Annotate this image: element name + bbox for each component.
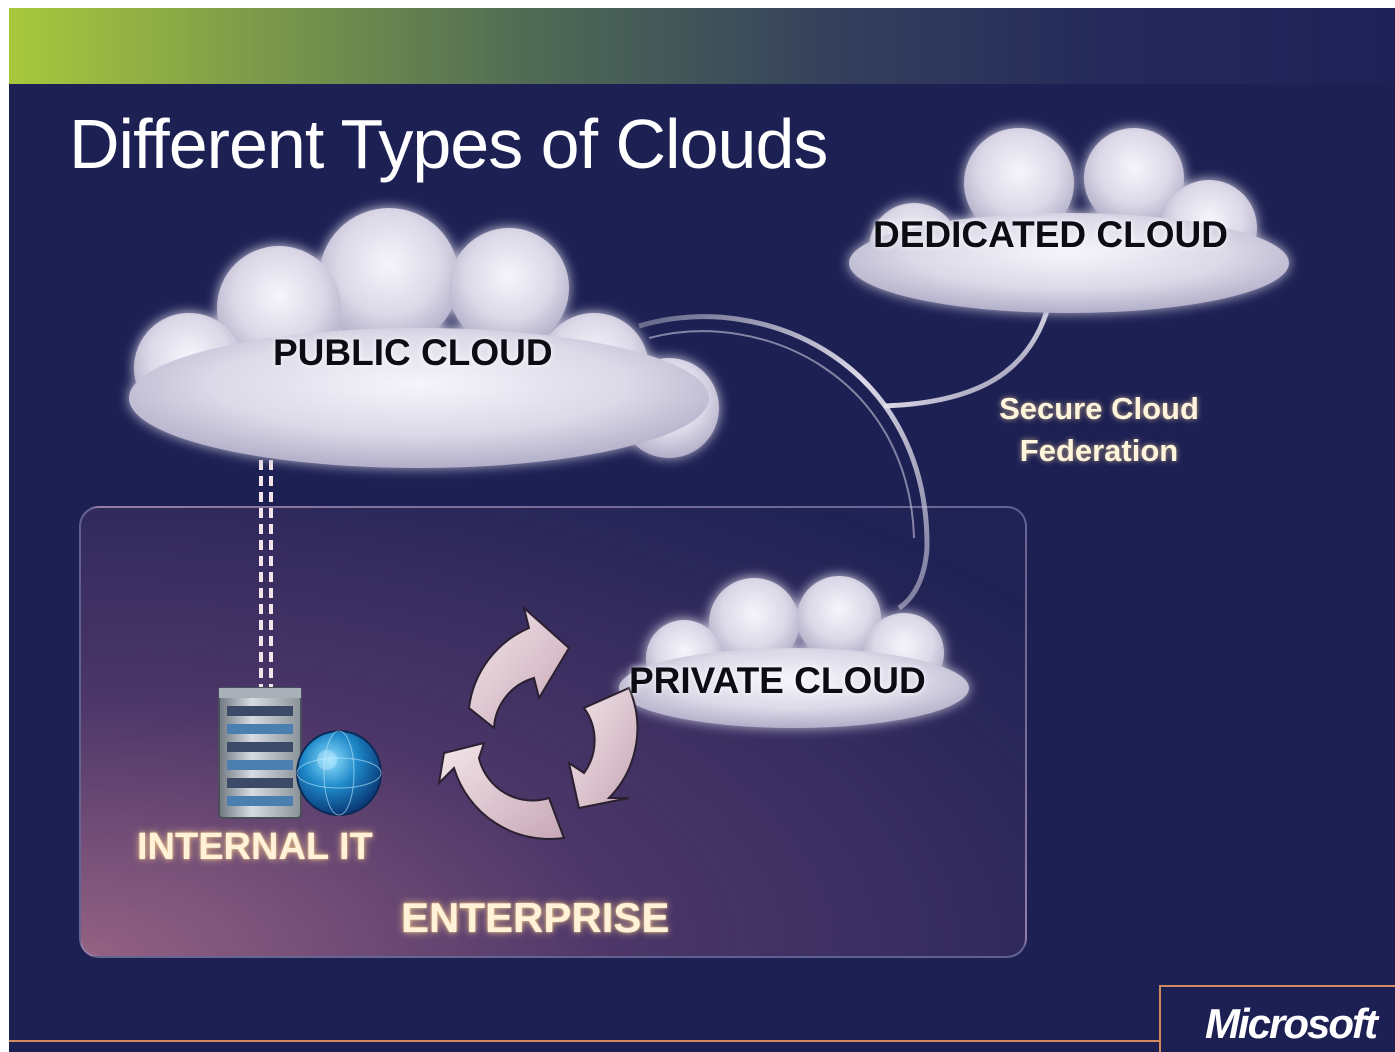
dedicated-cloud-label: DEDICATED CLOUD xyxy=(873,214,1228,255)
public-cloud-icon xyxy=(129,208,719,468)
microsoft-logo: Microsoft xyxy=(1205,1000,1378,1047)
private-cloud-label: PRIVATE CLOUD xyxy=(629,660,926,701)
federation-arc xyxy=(638,303,1052,611)
internal-it-label: INTERNAL IT xyxy=(137,826,373,868)
dedicated-cloud-icon xyxy=(849,128,1289,313)
title-bar-gradient xyxy=(9,8,1395,84)
globe-icon xyxy=(296,730,382,816)
cycle-arrows-icon xyxy=(437,605,639,841)
diagram-canvas xyxy=(129,128,1289,841)
private-cloud-icon xyxy=(619,576,969,728)
slide-title: Different Types of Clouds xyxy=(69,105,828,183)
internal-it-link xyxy=(259,460,273,688)
federation-label: Secure Cloud Federation xyxy=(999,391,1199,468)
logo-frame xyxy=(1159,985,1395,1052)
enterprise-label: ENTERPRISE xyxy=(401,894,670,941)
server-icon xyxy=(218,687,302,819)
public-cloud-label: PUBLIC CLOUD xyxy=(273,332,553,373)
slide: Different Types of Clouds PUBLIC CLOUD D… xyxy=(9,8,1395,1052)
footer-divider xyxy=(9,1040,1159,1042)
